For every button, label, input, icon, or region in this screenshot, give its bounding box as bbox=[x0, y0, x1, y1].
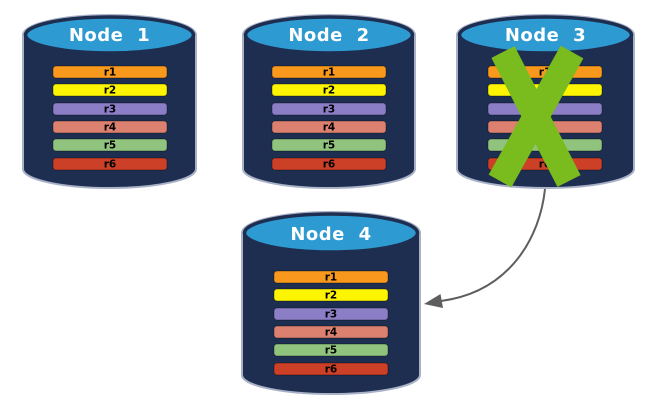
node-3-cylinder-top bbox=[457, 15, 634, 55]
node-2-title: Node 2 bbox=[288, 25, 369, 46]
node-1-row-5-bar bbox=[52, 138, 168, 152]
node-1: Node 1 r1 r2 r3 r4 r5 r6 bbox=[22, 14, 197, 189]
node-2-cylinder-top bbox=[243, 15, 415, 55]
node-1-row-6-bar bbox=[52, 157, 168, 171]
failure-x-stroke-2 bbox=[488, 45, 584, 188]
node-3-title: Node 3 bbox=[505, 25, 586, 46]
node-2: Node 2 r1 r2 r3 r4 r5 r6 bbox=[242, 14, 416, 189]
node-1-row-6-label: r6 bbox=[104, 159, 116, 171]
node-4-cylinder-top bbox=[242, 212, 420, 254]
node-1-row-4-bar bbox=[52, 120, 168, 134]
node-1-title: Node 1 bbox=[69, 25, 150, 46]
node-4-row-1-bar bbox=[273, 270, 389, 284]
node-1-row-3-bar bbox=[52, 102, 168, 116]
node-3: Node 3 r1 r2 r3 r4 r5 r6 bbox=[456, 14, 635, 189]
node-1-row-2-bar bbox=[52, 83, 168, 97]
node-4-row-6-bar bbox=[273, 362, 389, 376]
node-2-row-2-label: r2 bbox=[323, 85, 335, 97]
node-4-row-2-label: r2 bbox=[325, 290, 337, 302]
node-2-row-1-bar bbox=[271, 65, 387, 79]
node-4-row-4-label: r4 bbox=[325, 327, 337, 339]
node-1-row-2-label: r2 bbox=[104, 85, 116, 97]
node-2-row-5-label: r5 bbox=[323, 140, 335, 152]
node-4-row-4-bar bbox=[273, 325, 389, 339]
node-2-row-1-label: r1 bbox=[323, 67, 335, 79]
node-2-row-2-bar bbox=[271, 83, 387, 97]
node-2-row-4-label: r4 bbox=[323, 122, 335, 134]
node-4-row-6-label: r6 bbox=[325, 364, 337, 376]
node-4-row-5-label: r5 bbox=[325, 345, 337, 357]
node-2-row-6-bar bbox=[271, 157, 387, 171]
node-2-row-3-bar bbox=[271, 102, 387, 116]
node-1-row-4-label: r4 bbox=[104, 122, 116, 134]
failover-arrowhead-icon bbox=[424, 294, 443, 308]
node-2-row-3-label: r3 bbox=[323, 104, 335, 116]
failover-arrow bbox=[424, 188, 546, 308]
node-4: Node 4 r1 r2 r3 r4 r5 r6 bbox=[241, 211, 421, 395]
failure-x-icon bbox=[488, 45, 584, 188]
node-2-row-5-bar bbox=[271, 138, 387, 152]
node-1-row-3-label: r3 bbox=[104, 104, 116, 116]
failover-arrow-curve bbox=[440, 188, 546, 302]
node-4-row-1-label: r1 bbox=[325, 272, 337, 284]
node-4-row-2-bar bbox=[273, 288, 389, 302]
node-4-row-5-bar bbox=[273, 343, 389, 357]
node-4-row-3-label: r3 bbox=[325, 309, 337, 321]
node-4-title: Node 4 bbox=[290, 224, 371, 245]
node-1-row-5-label: r5 bbox=[104, 140, 116, 152]
node-1-cylinder-top bbox=[23, 15, 196, 55]
node-2-row-6-label: r6 bbox=[323, 159, 335, 171]
node-1-row-1-label: r1 bbox=[104, 67, 116, 79]
node-1-row-1-bar bbox=[52, 65, 168, 79]
node-4-row-3-bar bbox=[273, 307, 389, 321]
node-2-row-4-bar bbox=[271, 120, 387, 134]
